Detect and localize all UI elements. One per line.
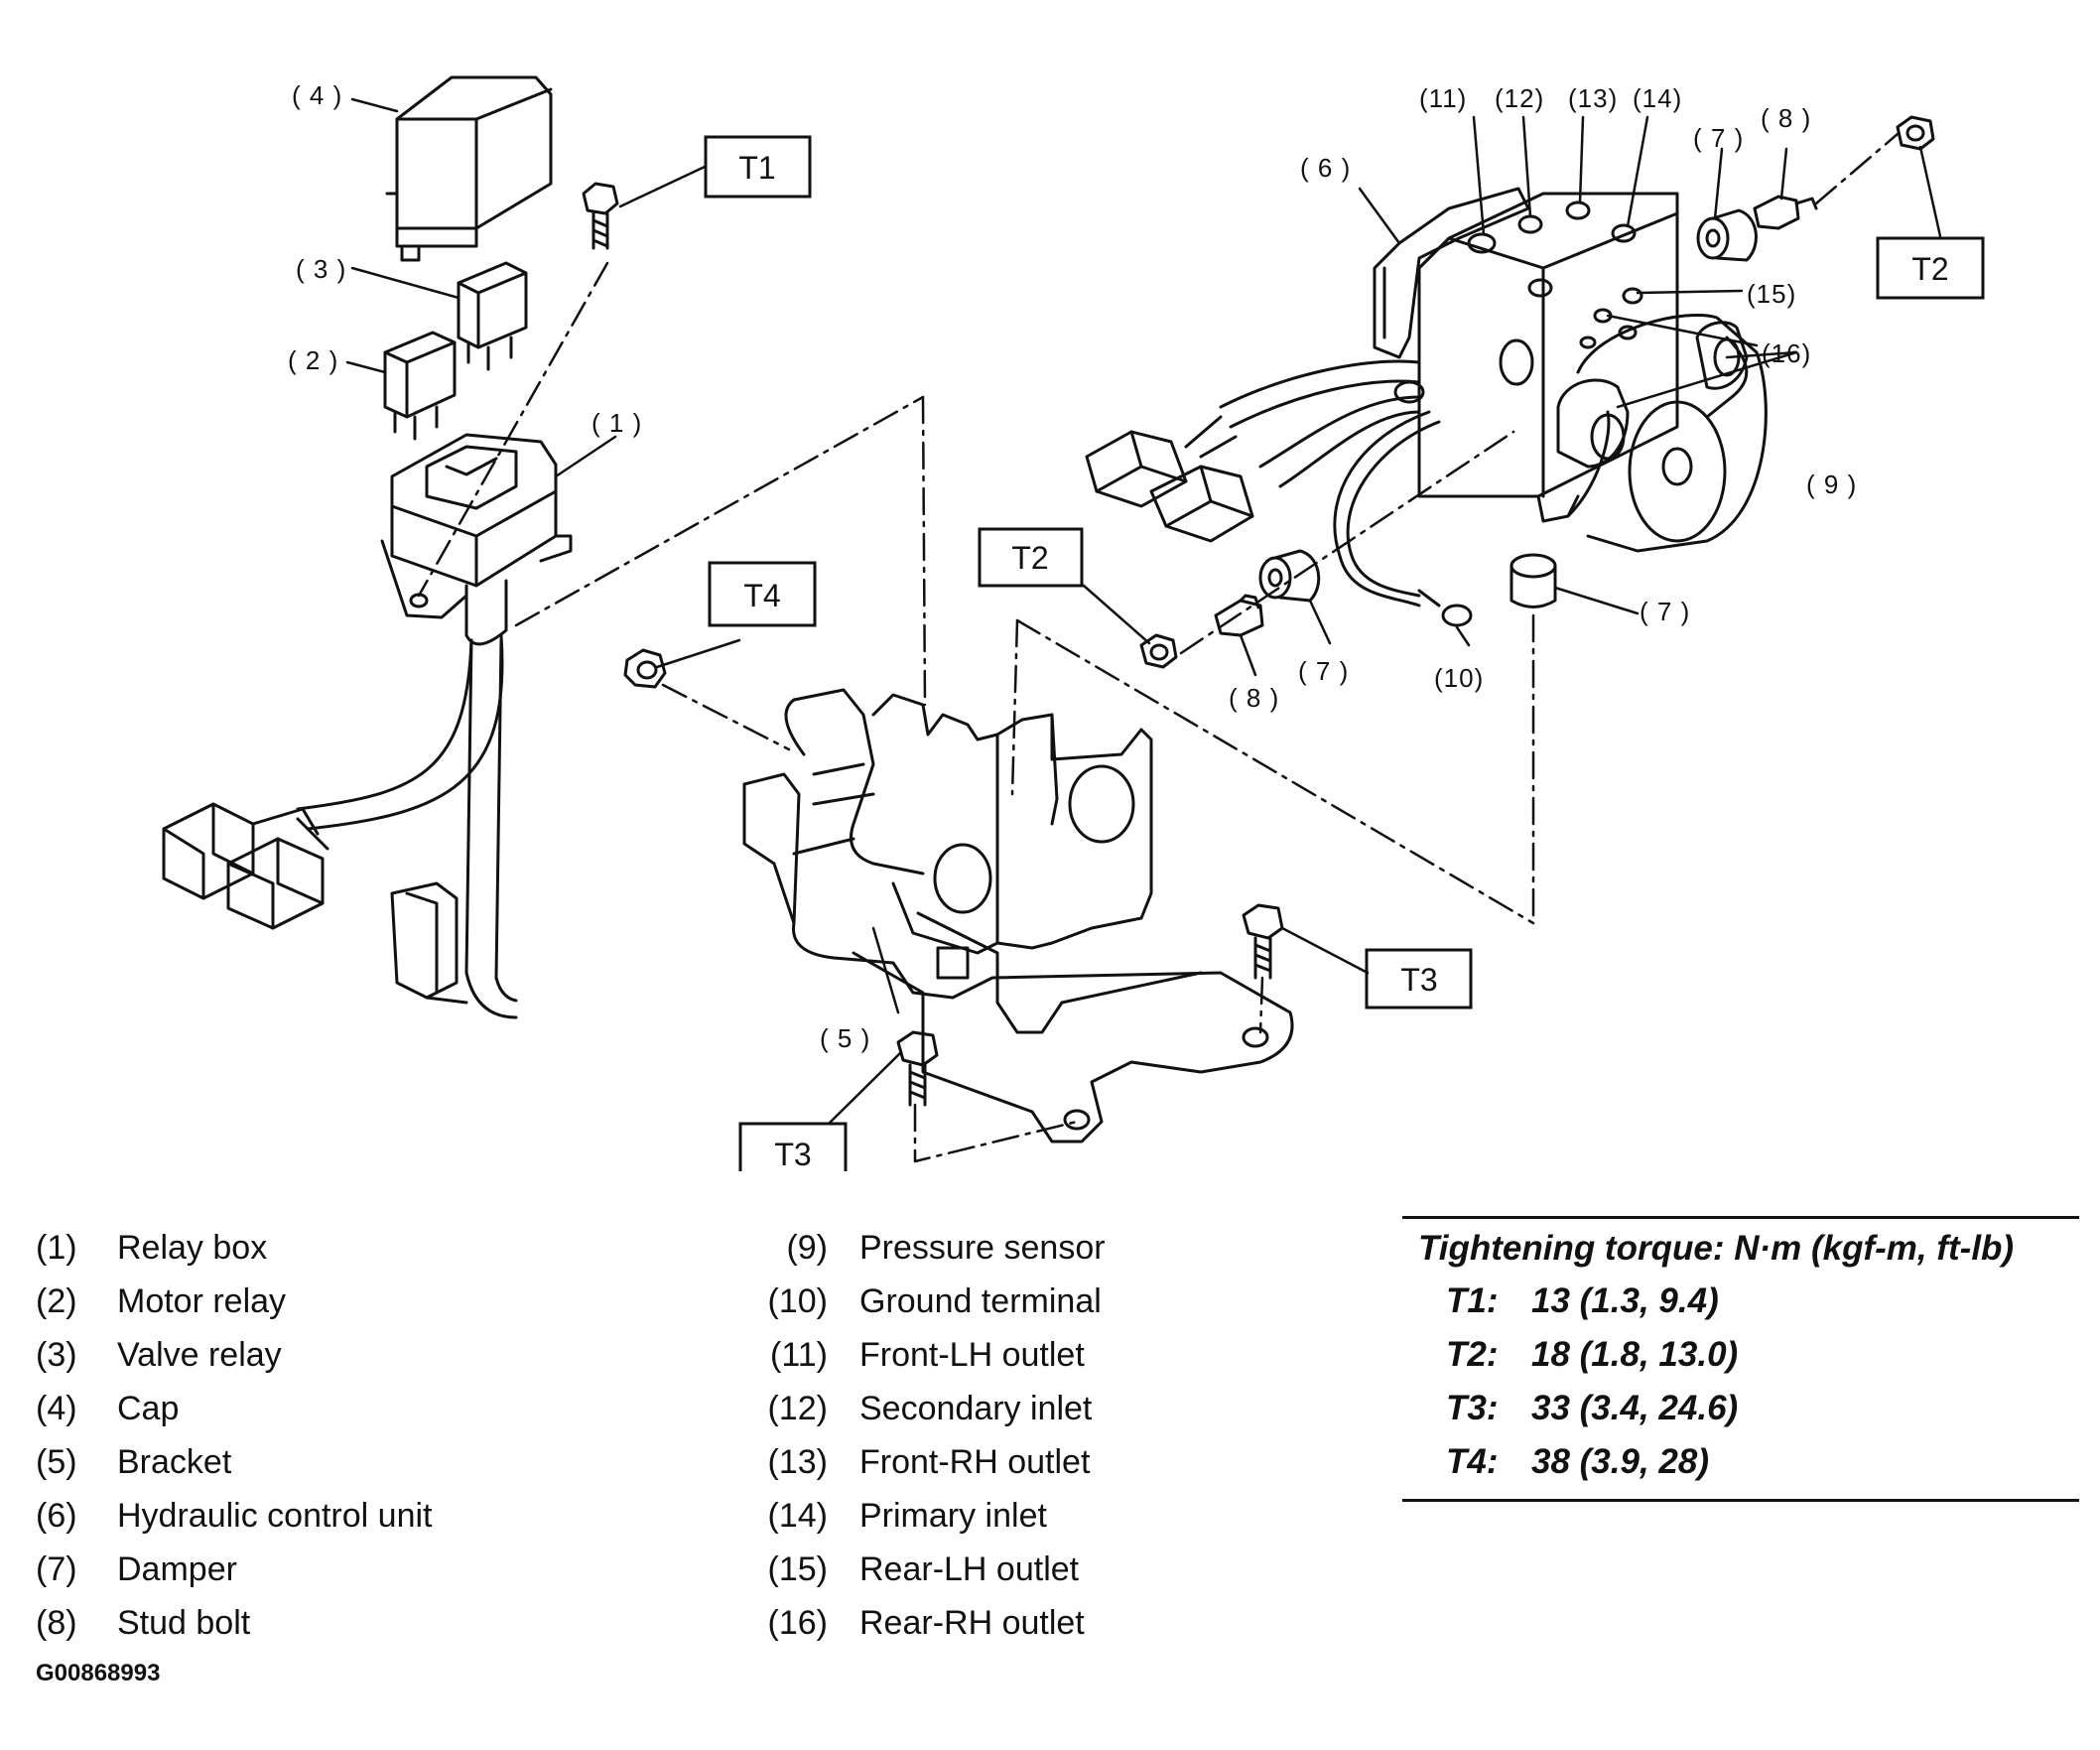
legend-item-bracket: (5)Bracket (36, 1442, 232, 1481)
t3-tag-box-right (1365, 948, 1473, 1010)
callout-7-right: ( 7 ) (1640, 597, 1690, 626)
callout-10: (10) (1434, 663, 1484, 693)
lower-t2-nut (1139, 633, 1178, 669)
callout-11: (11) (1419, 83, 1467, 113)
bracket-part (742, 688, 1294, 1144)
leader-lines (345, 97, 1942, 1126)
right-damper (1509, 553, 1557, 608)
t4-tag: T4 (743, 578, 780, 613)
legend-item-motor-relay: (2)Motor relay (36, 1281, 287, 1320)
t3-bolt-right (1242, 903, 1284, 980)
callout-6: ( 6 ) (1300, 153, 1351, 183)
hcu-harness (1085, 359, 1473, 627)
t2-tag-box-upper (1876, 236, 1985, 300)
t4-tag-box (708, 561, 817, 627)
t3-tag-right: T3 (1400, 962, 1437, 998)
cap-part (385, 75, 553, 262)
torque-table-title: Tightening torque: N·m (kgf-m, ft-lb) (1418, 1229, 2015, 1268)
callout-15: (15) (1747, 279, 1796, 309)
motor-relay-part (383, 331, 457, 441)
torque-table: Tightening torque: N·m (kgf-m, ft-lb) T1… (1402, 1216, 2079, 1502)
t3-tag-box-left (738, 1122, 848, 1171)
t3-tag-left: T3 (774, 1137, 811, 1171)
legend-item-pressure-sensor: (9)Pressure sensor (786, 1228, 1106, 1267)
exploded-view-diagram: T1 T2 T2 T4 T3 T3 ( 4 ) ( 3 ) ( 2 ) ( 1 … (162, 75, 1985, 1171)
legend-item-relay-box: (1)Relay box (36, 1228, 268, 1267)
hydraulic-control-unit-part (1373, 187, 1768, 553)
figure-code: G00868993 (36, 1660, 161, 1686)
t2-tag-upper: T2 (1911, 251, 1948, 287)
legend-item-valve-relay: (3)Valve relay (36, 1335, 282, 1374)
torque-table-bottom-rule (1402, 1499, 2079, 1502)
torque-row-t2: T2:18 (1.8, 13.0) (1446, 1335, 1739, 1374)
t4-nut (623, 648, 667, 689)
legend-item-stud-bolt: (8)Stud bolt (36, 1603, 251, 1642)
callout-7-lower: ( 7 ) (1298, 656, 1349, 686)
legend-item-rear-rh-outlet: (16)Rear-RH outlet (767, 1603, 1085, 1642)
relay-harness (162, 579, 518, 1019)
legend-item-damper: (7)Damper (36, 1549, 237, 1588)
callout-13: (13) (1568, 83, 1618, 113)
legend-item-front-rh-outlet: (13)Front-RH outlet (767, 1442, 1091, 1481)
legend-item-rear-lh-outlet: (15)Rear-LH outlet (767, 1549, 1080, 1588)
callout-7-upper: ( 7 ) (1693, 123, 1744, 153)
callout-8-lower: ( 8 ) (1229, 683, 1279, 713)
callout-16: (16) (1762, 338, 1811, 368)
callout-2: ( 2 ) (288, 345, 338, 375)
callout-9: ( 9 ) (1806, 470, 1857, 499)
upper-t2-nut (1896, 115, 1935, 151)
torque-table-top-rule (1402, 1216, 2079, 1219)
t3-bolt-left (896, 1030, 939, 1107)
callout-3: ( 3 ) (296, 254, 346, 284)
torque-row-t1: T1:13 (1.3, 9.4) (1446, 1281, 1719, 1320)
upper-stud-bolt (1753, 195, 1818, 230)
torque-row-t3: T3:33 (3.4, 24.6) (1446, 1389, 1739, 1427)
callout-4: ( 4 ) (292, 80, 342, 110)
valve-relay-part (457, 261, 528, 371)
t2-tag-box-lower (978, 527, 1084, 588)
t1-tag: T1 (738, 150, 775, 186)
t2-tag-lower: T2 (1011, 540, 1048, 576)
callout-5: ( 5 ) (820, 1023, 870, 1053)
legend-item-cap: (4)Cap (36, 1389, 180, 1427)
legend-item-secondary-inlet: (12)Secondary inlet (767, 1389, 1093, 1427)
legend-item-primary-inlet: (14)Primary inlet (767, 1496, 1047, 1535)
relay-box-part (380, 433, 573, 619)
legend-item-front-lh-outlet: (11)Front-LH outlet (770, 1335, 1085, 1374)
alignment-lines (417, 132, 1900, 1163)
t1-bolt (582, 182, 619, 250)
callout-8-upper: ( 8 ) (1761, 103, 1811, 133)
callout-1: ( 1 ) (591, 408, 642, 438)
t1-tag-box (704, 135, 812, 199)
legend-item-ground-terminal: (10)Ground terminal (767, 1281, 1102, 1320)
legend-column-left: (1)Relay box (2)Motor relay (3)Valve rel… (36, 1221, 432, 1650)
torque-row-t4: T4:38 (3.9, 28) (1446, 1442, 1709, 1481)
callout-14: (14) (1633, 83, 1682, 113)
legend-column-right: (9)Pressure sensor (10)Ground terminal (… (728, 1221, 1106, 1650)
upper-damper (1696, 208, 1758, 262)
callout-12: (12) (1495, 83, 1544, 113)
legend-item-hydraulic-control-unit: (6)Hydraulic control unit (36, 1496, 433, 1535)
